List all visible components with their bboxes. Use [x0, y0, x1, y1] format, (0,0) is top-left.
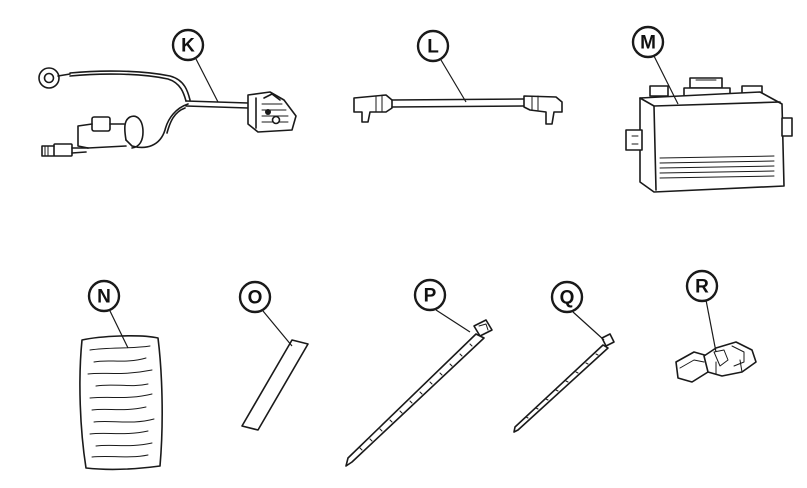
callout-o: O	[238, 280, 272, 314]
part-r-clip	[675, 341, 757, 383]
callout-m: M	[631, 25, 665, 59]
callout-q-label: Q	[560, 288, 575, 309]
callout-o-label: O	[248, 288, 263, 309]
callout-k-label: K	[181, 36, 195, 57]
leader-n	[109, 310, 129, 349]
callout-l: L	[416, 29, 450, 63]
leader-m	[653, 55, 679, 105]
callout-r: R	[685, 269, 719, 303]
leader-l	[440, 59, 467, 103]
leader-o	[262, 310, 293, 347]
leader-r	[705, 299, 717, 353]
callout-q: Q	[550, 280, 584, 314]
callout-p: P	[413, 278, 447, 312]
part-o-adhesive-strip	[241, 339, 309, 431]
part-k-wiring-harness	[38, 67, 297, 157]
part-m-control-module	[625, 77, 793, 193]
leader-q	[572, 311, 605, 341]
part-q-cable-tie-short	[513, 333, 615, 433]
callout-n: N	[87, 279, 121, 313]
part-n-sealing-sheet	[79, 335, 163, 471]
leader-lines	[109, 55, 717, 353]
part-p-cable-tie-long	[345, 319, 493, 467]
callout-m-label: M	[640, 33, 656, 54]
callout-l-label: L	[427, 37, 439, 58]
callout-k: K	[171, 28, 205, 62]
callout-n-label: N	[97, 287, 111, 308]
leader-k	[195, 58, 219, 103]
leader-p	[435, 309, 471, 333]
part-l-connection-cable	[353, 94, 563, 125]
callout-p-label: P	[424, 286, 437, 307]
callout-r-label: R	[695, 277, 709, 298]
